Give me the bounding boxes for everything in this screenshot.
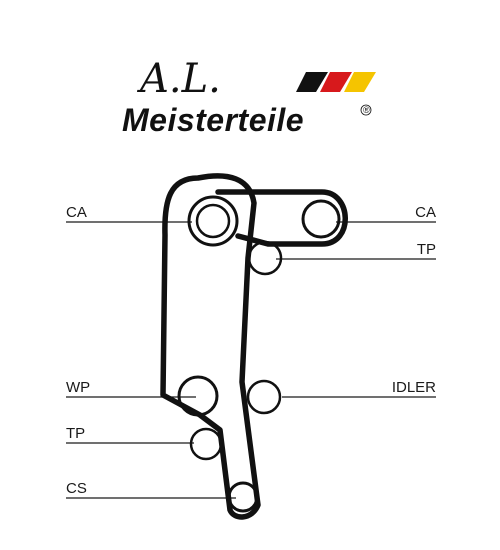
registered-mark: ® (363, 105, 370, 115)
camshaft-belt (215, 189, 348, 247)
label-tp-upper: TP (417, 241, 436, 258)
label-ca-right: CA (415, 204, 436, 221)
brand-signature: A.L. (136, 56, 221, 102)
label-cs: CS (66, 480, 87, 497)
pulleys (177, 195, 341, 513)
camshaft-pulley-left-hub (195, 203, 231, 239)
camshaft-pulley-left (187, 195, 239, 247)
main-timing-belt (160, 173, 261, 520)
brand-logo: A.L. Meisterteile ® (122, 56, 376, 138)
camshaft-pulley-right (301, 199, 341, 239)
label-ca-left: CA (66, 204, 87, 221)
flag-stripe-red (320, 72, 352, 92)
leader-lines (66, 221, 436, 499)
label-tp-lower: TP (66, 425, 85, 442)
timing-belts (160, 173, 348, 520)
flag-stripe-gold (344, 72, 376, 92)
tensioner-pulley-upper (247, 240, 283, 276)
crankshaft-pulley (227, 481, 259, 513)
registered-mark-ring (360, 104, 372, 116)
label-wp: WP (66, 379, 90, 396)
tensioner-pulley-lower (189, 427, 223, 461)
idler-pulley (246, 379, 282, 415)
label-idler: IDLER (392, 379, 436, 396)
flag-stripes (296, 72, 376, 92)
flag-stripe-black (296, 72, 328, 92)
component-labels: CA CA TP WP IDLER TP CS (66, 204, 436, 497)
brand-wordmark: Meisterteile (122, 102, 304, 138)
water-pump-pulley (177, 375, 219, 417)
